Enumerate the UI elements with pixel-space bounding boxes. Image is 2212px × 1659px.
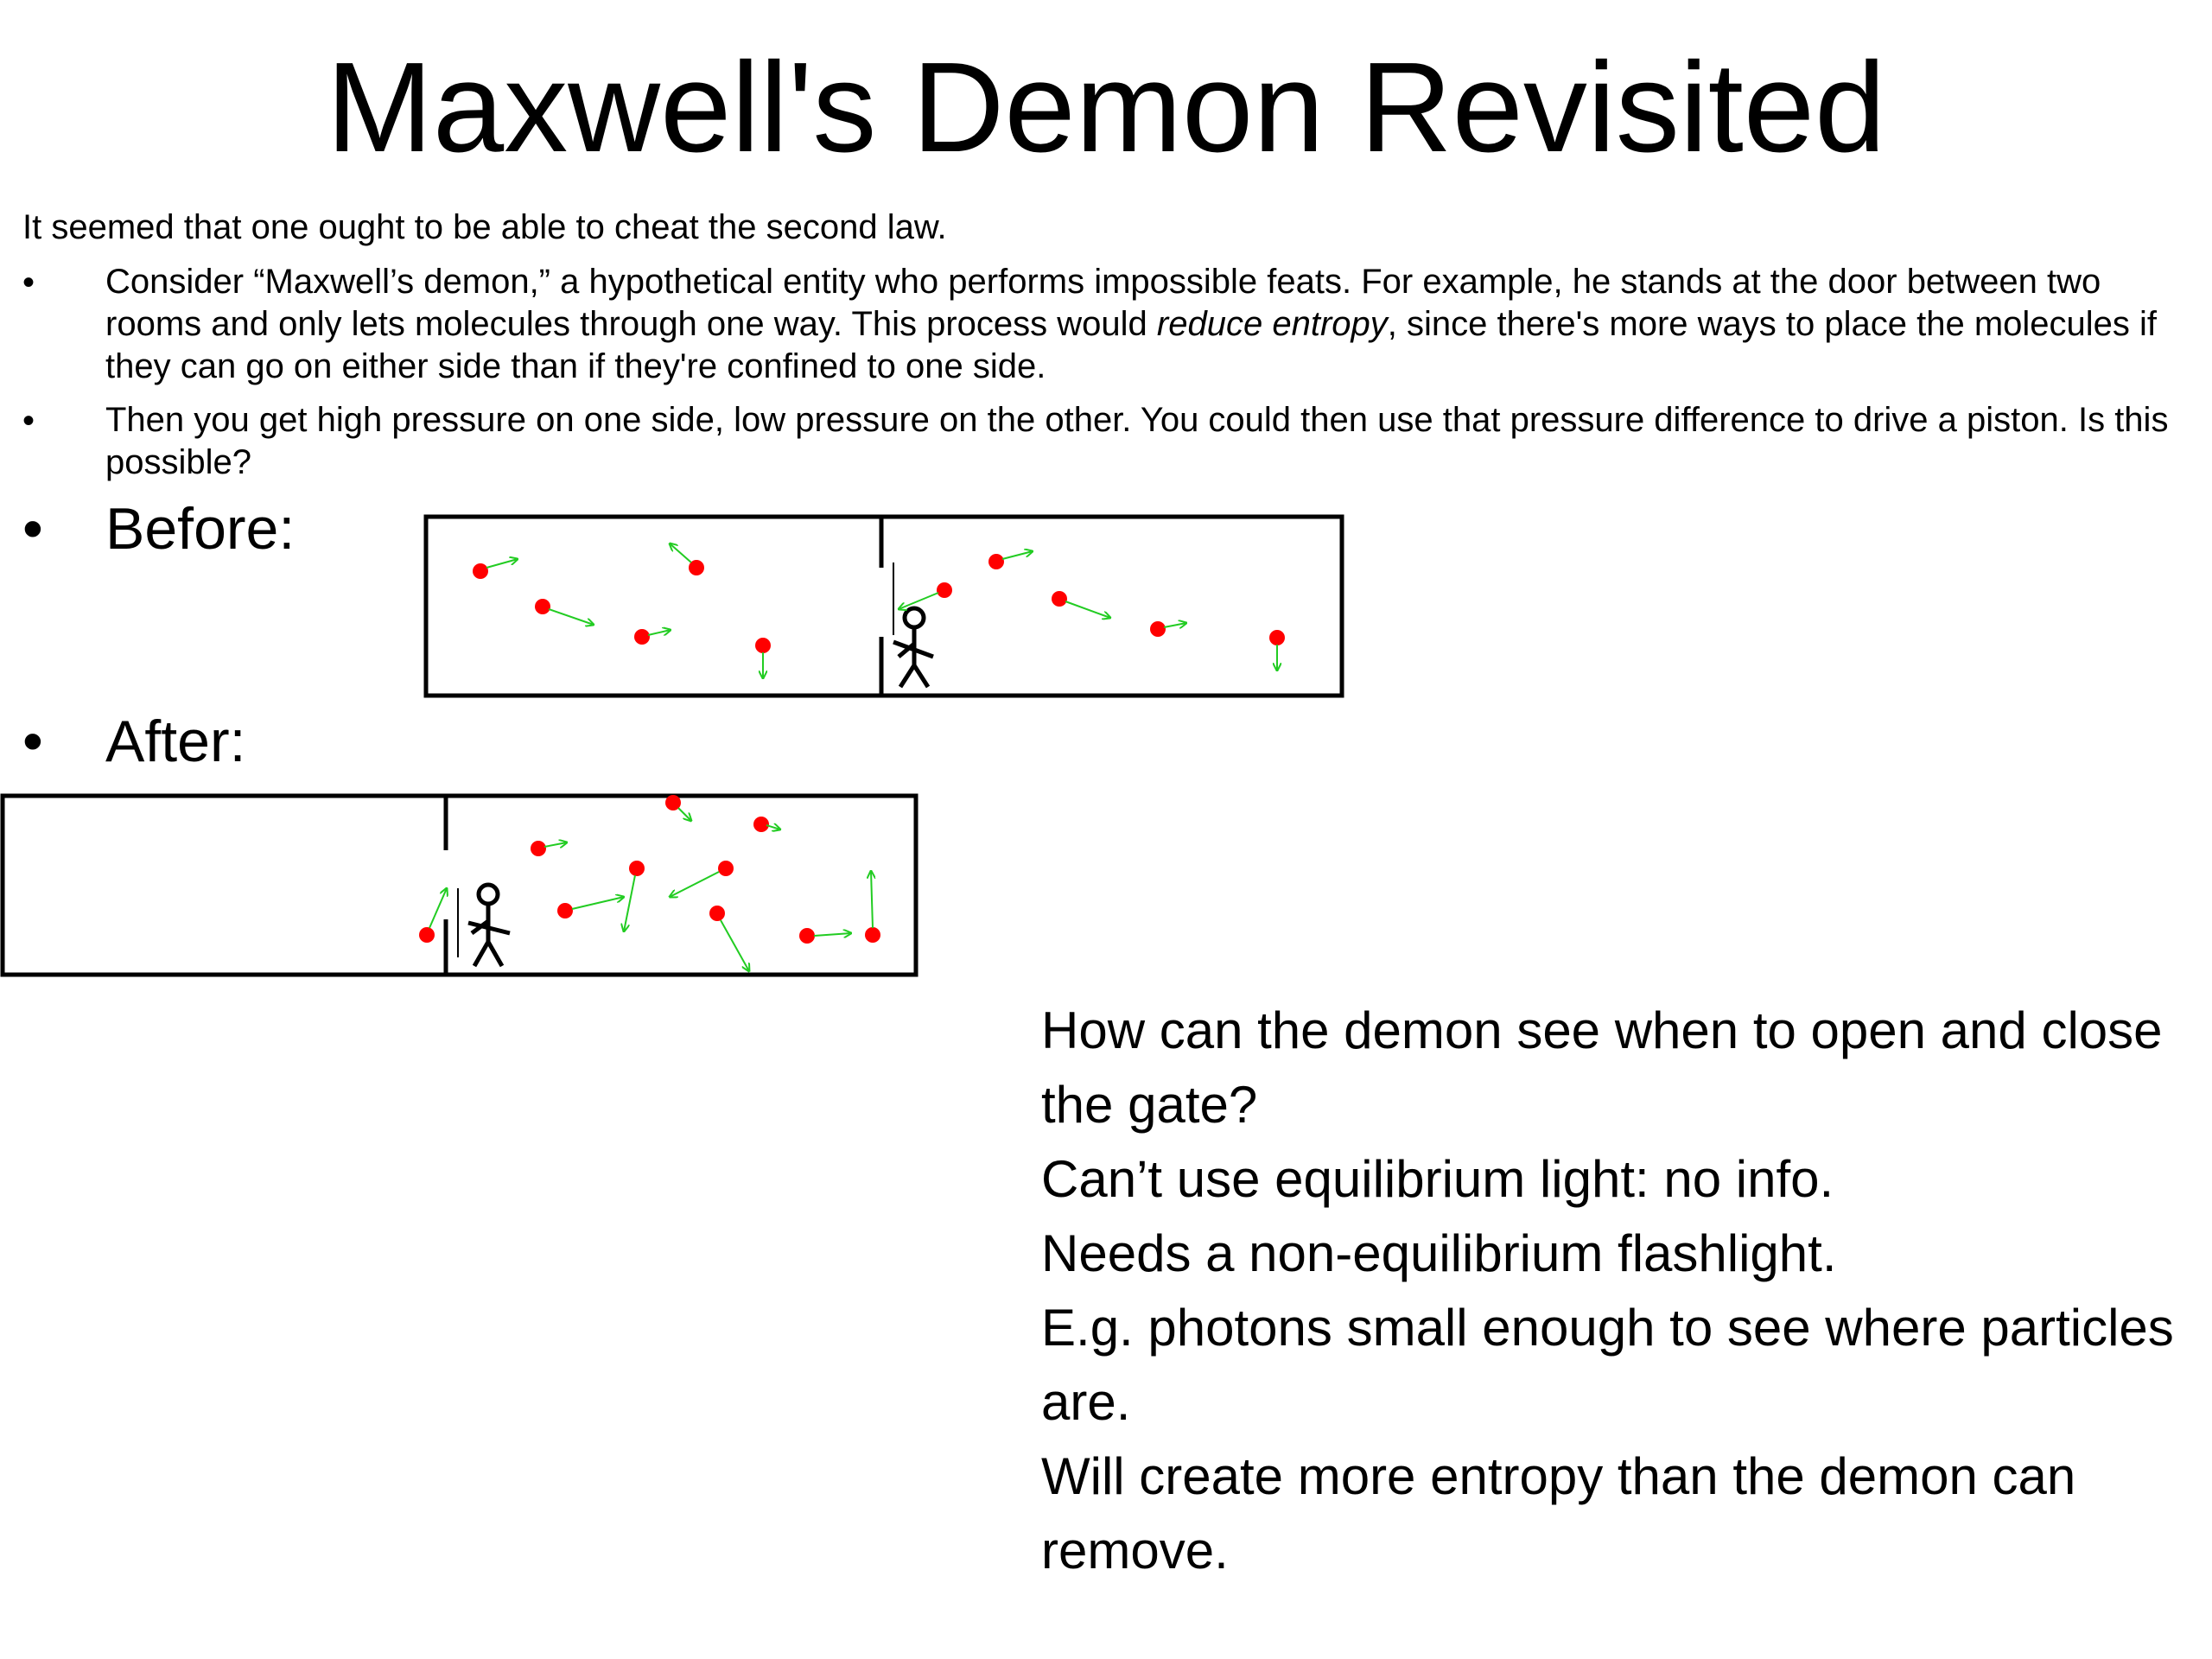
answer-line: Will create more entropy than the demon … bbox=[1041, 1447, 2076, 1580]
molecule bbox=[755, 638, 771, 678]
answer-line: Needs a non-equilibrium flashlight. bbox=[1041, 1224, 1837, 1282]
container-box bbox=[423, 514, 1344, 698]
slide-title: Maxwell's Demon Revisited bbox=[326, 36, 1886, 179]
bullet-2-text: Then you get high pressure on one side, … bbox=[105, 401, 2169, 481]
molecule bbox=[865, 871, 880, 943]
molecule bbox=[665, 795, 691, 821]
before-diagram bbox=[423, 514, 1344, 698]
molecule bbox=[624, 861, 645, 931]
answer-line: How can the demon see when to open and c… bbox=[1041, 1001, 2163, 1134]
bullet-icon: • bbox=[22, 496, 43, 562]
bullet-icon: • bbox=[22, 402, 35, 440]
molecule bbox=[799, 928, 851, 944]
answer-block: How can the demon see when to open and c… bbox=[1041, 994, 2199, 1588]
molecule bbox=[1269, 630, 1285, 671]
answer-line: Can’t use equilibrium light: no info. bbox=[1041, 1150, 1834, 1208]
molecule bbox=[557, 897, 624, 918]
molecule bbox=[531, 841, 567, 856]
molecule bbox=[634, 629, 671, 645]
molecule bbox=[535, 599, 594, 625]
molecule bbox=[899, 582, 952, 609]
before-label: Before: bbox=[105, 496, 296, 562]
bullet-1-emphasis: reduce entropy bbox=[1156, 305, 1388, 343]
molecules-after bbox=[419, 795, 880, 971]
bullet-1-text-after: , since there's more ways to place the m… bbox=[105, 305, 2158, 385]
bullet-icon: • bbox=[22, 264, 35, 302]
answer-line: E.g. photons small enough to see where p… bbox=[1041, 1299, 2174, 1431]
intro-text: It seemed that one ought to be able to c… bbox=[22, 208, 947, 246]
bullet-1-text: Consider “Maxwell’s demon,” a hypothetic… bbox=[105, 261, 2195, 388]
molecule bbox=[1150, 621, 1186, 637]
molecule bbox=[419, 888, 447, 943]
molecule bbox=[753, 817, 780, 832]
molecule bbox=[670, 543, 704, 575]
bullet-icon: • bbox=[22, 709, 43, 774]
container-box bbox=[0, 793, 918, 977]
stick-figure-icon bbox=[893, 606, 934, 689]
after-diagram bbox=[0, 793, 918, 977]
molecule bbox=[1052, 591, 1110, 618]
molecule bbox=[988, 551, 1033, 569]
stick-figure-icon bbox=[467, 882, 511, 968]
molecule bbox=[670, 861, 734, 897]
molecules-before bbox=[473, 543, 1285, 678]
after-label: After: bbox=[105, 709, 246, 774]
molecule bbox=[709, 906, 749, 971]
bullet-1-text-before: Consider “Maxwell’s demon,” a hypothetic… bbox=[105, 263, 2101, 343]
molecule bbox=[473, 559, 518, 579]
